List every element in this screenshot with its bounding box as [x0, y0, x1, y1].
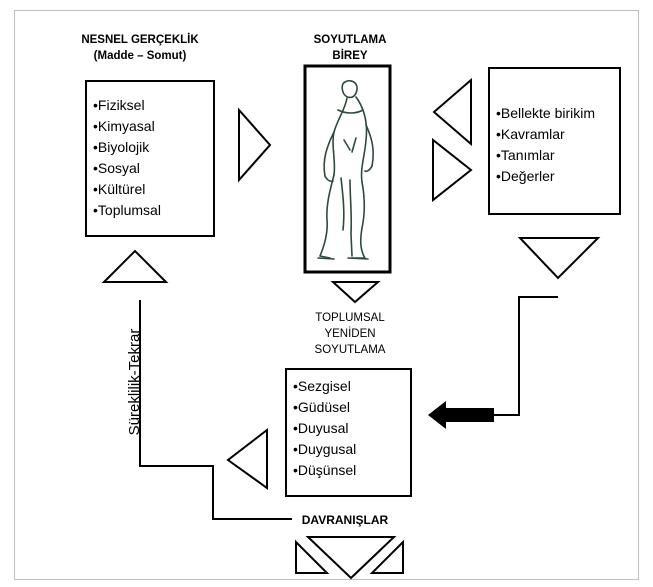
list-item: •Düşünsel [293, 462, 357, 478]
list-item: •Kavramlar [496, 126, 565, 142]
list-item: •Güdüsel [293, 399, 351, 415]
arrow-left-icon [432, 77, 472, 147]
left-header: NESNEL GERÇEKLİK (Madde – Somut) [60, 32, 220, 64]
list-item: •Sosyal [93, 160, 140, 176]
behaviors-label: DAVRANIŞLAR [301, 513, 389, 527]
person-sketch-icon [303, 64, 392, 274]
list-item: •Duyusal [293, 420, 349, 436]
list-item: •Fiziksel [93, 97, 145, 113]
objective-reality-box: •Fiziksel •Kimyasal •Biyolojik •Sosyal •… [85, 80, 215, 237]
behavior-sources-box: •Sezgisel •Güdüsel •Duyusal •Duygusal •D… [285, 368, 412, 497]
behavior-sources-list: •Sezgisel •Güdüsel •Duyusal •Duygusal •D… [293, 376, 356, 481]
memory-list: •Bellekte birikim •Kavramlar •Tanımlar •… [496, 103, 595, 187]
objective-reality-list: •Fiziksel •Kimyasal •Biyolojik •Sosyal •… [93, 95, 161, 221]
list-item: •Kültürel [93, 181, 146, 197]
social-line-2: YENİDEN [324, 328, 376, 340]
list-item: •Değerler [496, 168, 555, 184]
arrow-down-icon [330, 281, 381, 304]
feedback-line [494, 296, 558, 416]
arrow-down-icon [517, 237, 601, 280]
list-item: •Tanımlar [496, 147, 555, 163]
list-item: •Duygusal [293, 441, 357, 457]
list-item: •Biyolojik [93, 139, 150, 155]
diagram-frame [14, 10, 639, 580]
center-header-subtitle: BİREY [332, 50, 368, 62]
arrow-right-icon [432, 137, 473, 203]
arrow-left-icon [226, 427, 268, 490]
arrow-right-icon [238, 107, 272, 183]
center-header-title: SOYUTLAMA [313, 34, 387, 46]
social-line-3: SOYUTLAMA [314, 344, 386, 356]
social-line-1: TOPLUMSAL [315, 312, 385, 324]
list-item: •Sezgisel [293, 378, 351, 394]
arrow-down-icon [305, 536, 397, 580]
triangle-left-small-icon [295, 539, 330, 574]
left-header-title: NESNEL GERÇEKLİK [81, 34, 199, 46]
list-item: •Bellekte birikim [496, 105, 596, 121]
triangle-right-small-icon [369, 539, 404, 574]
thick-arrow-left-icon [428, 401, 494, 429]
list-item: •Kimyasal [93, 118, 155, 134]
list-item: •Toplumsal [93, 202, 161, 218]
memory-box: •Bellekte birikim •Kavramlar •Tanımlar •… [488, 67, 621, 215]
left-header-subtitle: (Madde – Somut) [93, 50, 187, 62]
arrow-up-icon [101, 249, 169, 283]
center-header: SOYUTLAMA BİREY [290, 32, 410, 64]
social-reabstraction-label: TOPLUMSAL YENİDEN SOYUTLAMA [290, 310, 410, 358]
loop-line [139, 300, 292, 520]
